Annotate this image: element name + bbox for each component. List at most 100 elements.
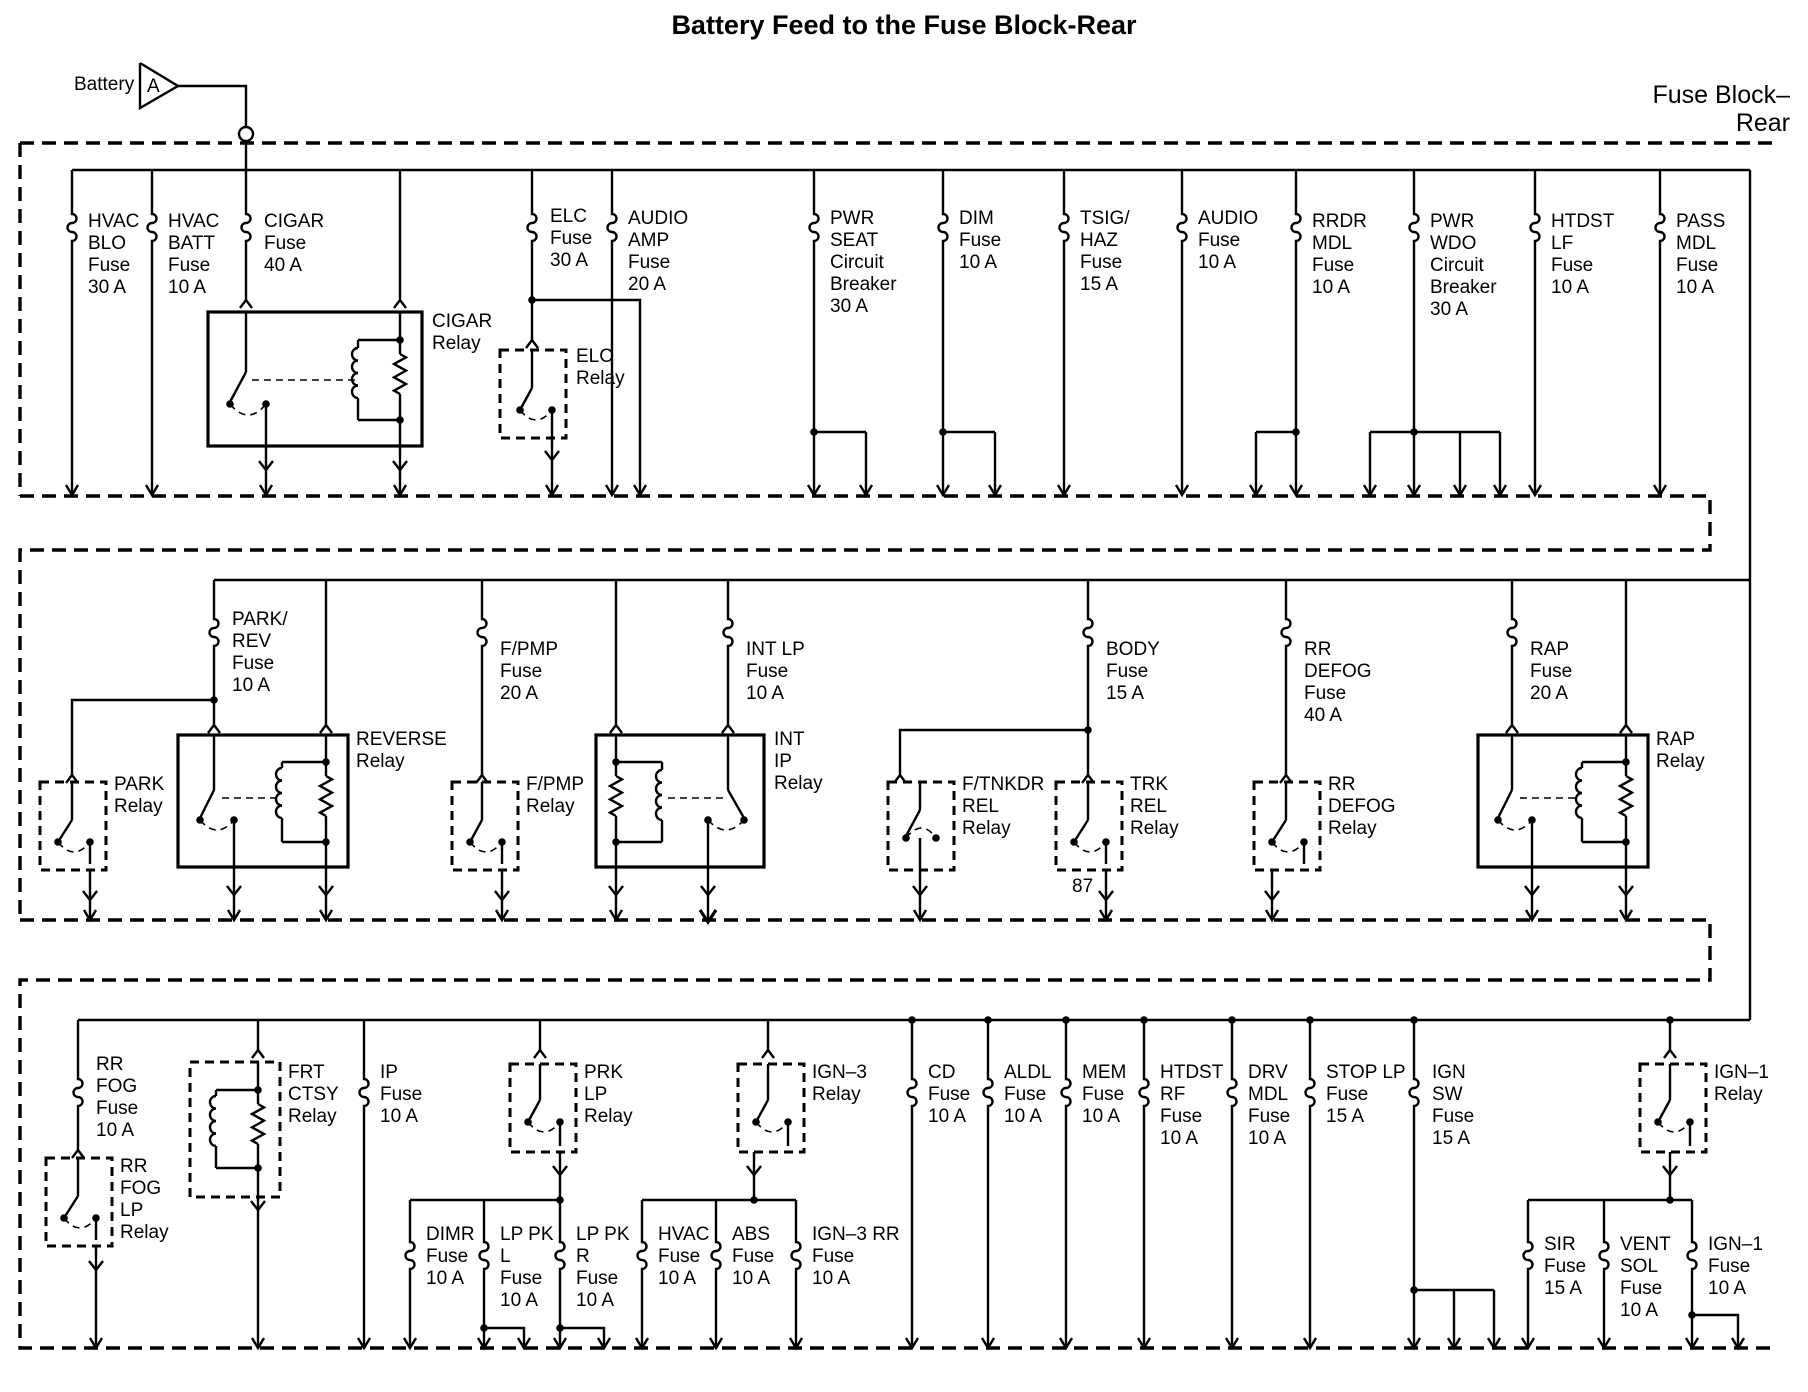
splice-dot — [1688, 1311, 1696, 1319]
label-line: LP — [584, 1084, 607, 1105]
label-line: RAP — [1656, 729, 1695, 750]
resistor — [391, 352, 409, 396]
splice-dot — [1622, 838, 1630, 846]
connector-terminal — [721, 723, 735, 734]
label-line: Fuse — [264, 233, 306, 254]
label-line: REL — [962, 796, 999, 817]
label-line: 10 A — [232, 675, 270, 696]
fuse-vent-sol — [1598, 1238, 1610, 1273]
wire — [62, 1195, 80, 1219]
wire — [726, 789, 746, 819]
label-line: 15 A — [1080, 274, 1118, 295]
fuse-ip — [358, 1075, 370, 1110]
arrow-terminal — [987, 484, 1003, 498]
label-line: Relay — [432, 333, 481, 354]
fuse-block-boundary — [18, 141, 1776, 1350]
label-line: DIM — [959, 208, 994, 229]
label-line: Fuse — [746, 661, 788, 682]
label-line: HVAC — [658, 1224, 709, 1245]
fuse-block-name: Rear — [1736, 109, 1790, 137]
connector-terminal — [893, 773, 907, 784]
relay-coil — [1574, 766, 1583, 820]
label-line: Rear — [1736, 109, 1790, 137]
connector-terminal — [1662, 1165, 1678, 1177]
label-line: Fuse — [658, 1246, 700, 1267]
arrow-terminal — [912, 909, 928, 923]
prk-lp-relay-box — [508, 1062, 578, 1154]
arrow-terminal — [88, 1337, 104, 1351]
fuse-cd — [906, 1075, 918, 1110]
label-line: Relay — [962, 818, 1011, 839]
fuse-audio — [1176, 210, 1188, 245]
label-line: 15 A — [1544, 1278, 1582, 1299]
label-line: HTDST — [1551, 211, 1615, 232]
fuse-pass-mdl — [1654, 210, 1666, 245]
label-line: Fuse — [1304, 683, 1346, 704]
label-line: AMP — [628, 230, 669, 251]
arrow-terminal — [632, 484, 648, 498]
fuse-drv-mdl — [1226, 1075, 1238, 1110]
arrow-terminal — [788, 1337, 804, 1351]
label-line: INT LP — [746, 639, 805, 660]
arrow-terminal — [1406, 484, 1422, 498]
label-line: MEM — [1082, 1062, 1126, 1083]
splice-dot — [1306, 1016, 1314, 1024]
label-line: IGN–3 RR — [812, 1224, 900, 1245]
label-line: SOL — [1620, 1256, 1658, 1277]
relay-coil — [208, 1094, 217, 1148]
contact-arc — [905, 827, 937, 839]
splice-dot — [556, 1196, 564, 1204]
label-line: SIR — [1544, 1234, 1576, 1255]
label-line: 20 A — [628, 274, 666, 295]
arrow-terminal — [1618, 909, 1634, 923]
int-ip-relay-box — [594, 733, 766, 869]
splice-dot — [396, 336, 404, 344]
arrow-terminal — [1596, 1337, 1612, 1351]
battery-connector-label: A — [147, 76, 160, 97]
label-line: 10 A — [1551, 277, 1589, 298]
label-line: 10 A — [1248, 1128, 1286, 1149]
label-line: Fuse — [550, 228, 592, 249]
label-line: Fuse — [232, 653, 274, 674]
label-line: 10 A — [928, 1106, 966, 1127]
label-line: IGN–1 — [1708, 1234, 1763, 1255]
label-line: 30 A — [1430, 299, 1468, 320]
contact-arc — [1073, 841, 1107, 853]
fuse-ign3-rr — [790, 1238, 802, 1273]
fuse-park-rev — [208, 615, 220, 650]
wire — [532, 298, 642, 495]
connector-terminal — [746, 1165, 762, 1177]
wire — [1656, 1099, 1672, 1123]
splice-dot — [1410, 1286, 1418, 1294]
splice-dot — [322, 838, 330, 846]
label-line: TRK — [1130, 774, 1168, 795]
wire — [484, 1326, 526, 1348]
label-line: 10 A — [959, 252, 997, 273]
label-line: Relay — [120, 1222, 169, 1243]
label-line: Breaker — [830, 274, 897, 295]
label-line: Relay — [576, 368, 625, 389]
label-line: RR — [96, 1054, 123, 1075]
label-line: 40 A — [1304, 705, 1342, 726]
splice-dot — [480, 1324, 488, 1332]
splice-dot — [984, 1016, 992, 1024]
wire — [1072, 819, 1090, 843]
label-line: FRT — [288, 1062, 325, 1083]
connector-terminal — [88, 1260, 104, 1272]
label-line: 30 A — [88, 277, 126, 298]
connector-terminal — [761, 1048, 775, 1059]
